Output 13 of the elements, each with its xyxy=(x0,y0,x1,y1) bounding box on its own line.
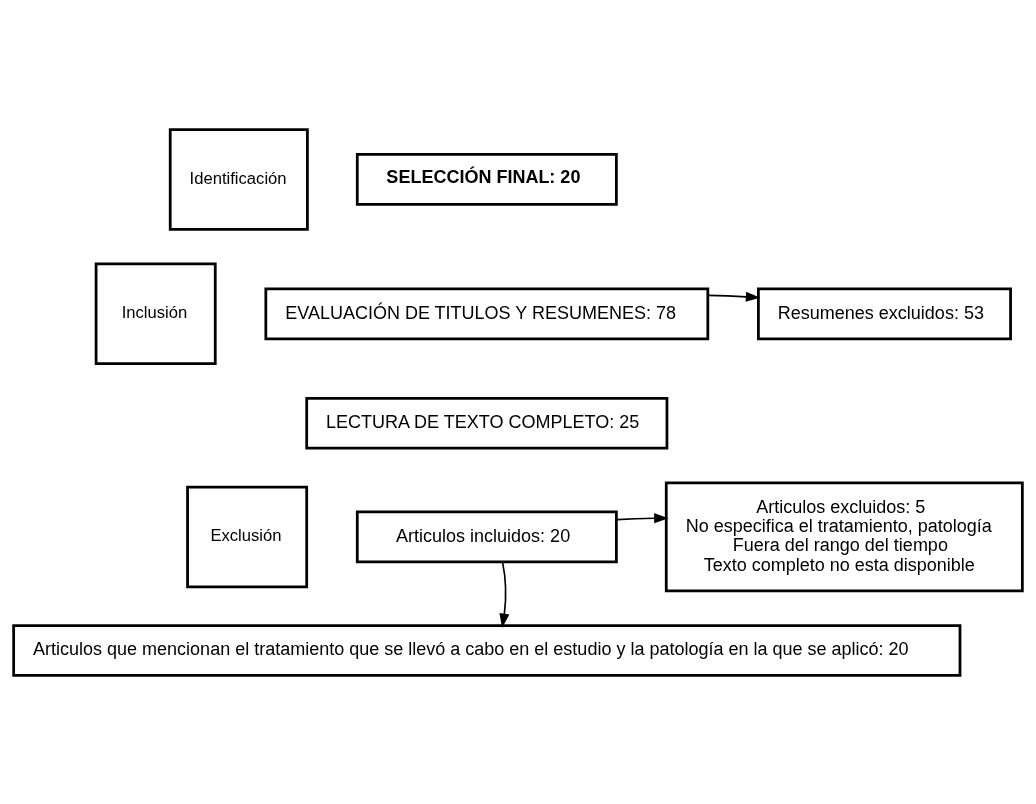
node-box: Inclusión xyxy=(94,262,217,365)
arrow xyxy=(499,561,510,628)
node-box: SELECCIÓN FINAL: 20 xyxy=(355,152,618,206)
node-box: Identificación xyxy=(168,127,309,231)
node-box: Exclusión xyxy=(186,485,309,588)
node-box: Articulos que mencionan el tratamiento que se llevó a cabo en el estudio y la patología en la que se aplicó: 20 xyxy=(12,623,962,677)
arrow xyxy=(615,512,669,523)
node-box: Articulos excluidos: 5 No especifica el tratamiento, patología Fuera del rango del tiempo Texto completo no esta disponible xyxy=(664,480,1024,592)
node-box: EVALUACIÓN DE TITULOS Y RESUMENES: 78 xyxy=(264,287,710,340)
arrow xyxy=(707,291,761,302)
node-box: Resumenes excluidos: 53 xyxy=(757,287,1012,340)
node-box: Articulos incluidos: 20 xyxy=(355,510,618,563)
node-box: LECTURA DE TEXTO COMPLETO: 25 xyxy=(305,396,669,450)
